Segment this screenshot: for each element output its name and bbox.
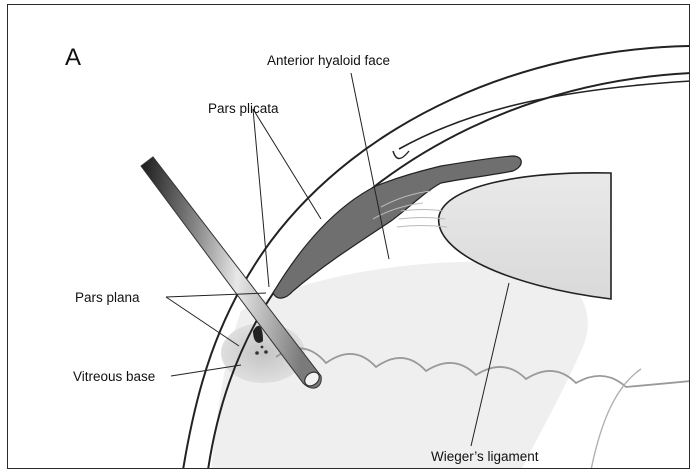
leader-pars-plicata-1 xyxy=(253,109,269,287)
iris-edge xyxy=(393,151,409,159)
debris-dot-1 xyxy=(255,351,259,355)
label-pars-plana: Pars plana xyxy=(75,290,140,305)
leader-pars-plicata-2 xyxy=(253,109,321,219)
cornea-curve xyxy=(399,81,690,149)
label-anterior-hyaloid-face: Anterior hyaloid face xyxy=(267,53,390,68)
vitreous-inner-arc xyxy=(591,369,641,469)
eye-diagram: A Anterior hyaloid face Pars plicata Par… xyxy=(8,5,690,469)
label-wiegers-ligament: Wieger’s ligament xyxy=(431,449,539,464)
leader-pars-plana-2 xyxy=(166,297,239,346)
label-pars-plicata: Pars plicata xyxy=(208,101,279,116)
figure-frame: A Anterior hyaloid face Pars plicata Par… xyxy=(7,4,690,469)
label-vitreous-base: Vitreous base xyxy=(73,369,155,384)
debris-dot-3 xyxy=(261,346,264,349)
panel-letter: A xyxy=(65,44,81,71)
debris-dot-2 xyxy=(264,350,268,354)
